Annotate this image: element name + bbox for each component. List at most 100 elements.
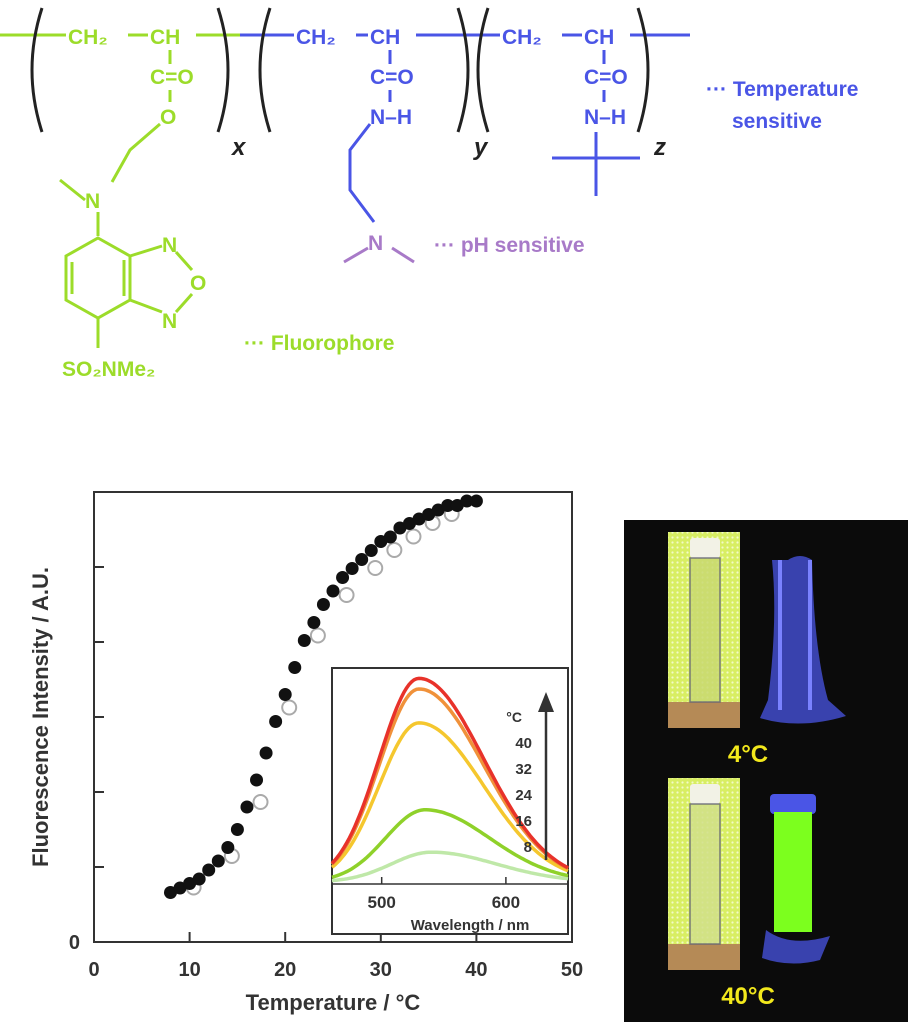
unit-z-ch: CH bbox=[584, 26, 614, 49]
inset-curve-8 bbox=[331, 850, 569, 883]
vial-hot-cap bbox=[690, 784, 720, 804]
y-axis-label: Fluorescence Intensity / A.U. bbox=[28, 567, 53, 867]
unit-x: CH₂ CH C=O O N N O N SO₂NMe₂ ··· Fluorop… bbox=[59, 22, 394, 381]
data-point-filled bbox=[250, 773, 264, 787]
bracket-y-right bbox=[456, 7, 470, 133]
fluorophore-label: ··· Fluorophore bbox=[244, 332, 394, 355]
data-point-filled bbox=[355, 553, 369, 566]
data-point-open bbox=[405, 528, 422, 545]
data-point-filled bbox=[259, 746, 273, 760]
unit-y-ch: CH bbox=[370, 26, 400, 49]
inset-legend-entry: 40 bbox=[515, 735, 532, 752]
main-data-points bbox=[163, 494, 483, 899]
subscript-y: y bbox=[473, 134, 489, 161]
uv-hot-cap bbox=[770, 794, 816, 814]
data-point-filled bbox=[307, 616, 321, 629]
ring-n1: N bbox=[162, 234, 177, 257]
ph-label: ··· pH sensitive bbox=[434, 234, 585, 257]
data-point-filled bbox=[288, 661, 302, 674]
data-point-filled bbox=[278, 688, 292, 701]
unit-x-amine-n: N bbox=[85, 190, 100, 213]
unit-z: CH₂ CH C=O N–H ··· Temperature sensitive bbox=[500, 22, 858, 196]
unit-y: CH₂ CH C=O N–H N ··· pH sensitive bbox=[294, 22, 585, 264]
unit-z-nh: N–H bbox=[584, 106, 626, 129]
inset-curve-24 bbox=[330, 721, 569, 873]
inset-legend-entry: 8 bbox=[524, 839, 532, 856]
bracket-z-left bbox=[476, 7, 490, 133]
vial-cold bbox=[689, 557, 721, 703]
data-point-filled bbox=[345, 562, 359, 575]
data-point-filled bbox=[230, 823, 244, 836]
unit-x-ch: CH bbox=[150, 26, 180, 49]
x-tick-label: 20 bbox=[274, 959, 296, 981]
data-point-open bbox=[367, 560, 384, 576]
data-point-filled bbox=[441, 499, 455, 512]
x-tick-label: 0 bbox=[88, 959, 99, 981]
data-point-open bbox=[338, 587, 355, 603]
data-point-filled bbox=[202, 863, 216, 877]
photo-panel: 4°C 40°C bbox=[624, 520, 908, 1022]
data-point-open bbox=[252, 794, 269, 810]
inset-curve-16 bbox=[331, 808, 569, 879]
unit-y-amine-n: N bbox=[368, 232, 383, 255]
inset-legend-title: °C bbox=[506, 709, 522, 725]
unit-x-ch2: CH₂ bbox=[68, 26, 108, 49]
y-tick-label: 0 bbox=[69, 932, 80, 954]
data-point-filled bbox=[297, 634, 311, 647]
unit-x-co: C=O bbox=[150, 66, 194, 89]
ring-o: O bbox=[190, 272, 206, 295]
label-cold: 4°C bbox=[728, 741, 768, 768]
data-point-filled bbox=[364, 544, 378, 557]
data-point-filled bbox=[269, 715, 283, 728]
so2nme2-label: SO₂NMe₂ bbox=[62, 358, 155, 381]
data-point-filled bbox=[192, 872, 206, 886]
temperature-label-2: sensitive bbox=[732, 110, 822, 133]
data-point-filled bbox=[469, 494, 483, 508]
bracket-x-left bbox=[30, 7, 44, 133]
data-point-filled bbox=[326, 584, 340, 598]
inset-x-ticks: 500 600 bbox=[332, 877, 568, 912]
data-point-filled bbox=[460, 494, 474, 508]
bracket-y-left bbox=[258, 7, 272, 133]
y-ticks: 0 bbox=[69, 491, 104, 954]
data-point-open bbox=[309, 627, 326, 644]
inset-curve-40 bbox=[330, 676, 569, 870]
data-point-filled bbox=[336, 571, 350, 584]
unit-z-ch2: CH₂ bbox=[502, 26, 542, 49]
data-point-filled bbox=[211, 854, 225, 868]
inset-legend-arrowhead bbox=[538, 692, 554, 712]
vial-hot-base bbox=[668, 944, 740, 970]
unit-z-co: C=O bbox=[584, 66, 628, 89]
inset-legend-entry: 16 bbox=[515, 813, 532, 830]
vial-cold-base bbox=[668, 702, 740, 728]
vial-hot bbox=[689, 803, 721, 945]
inset-x-tick-label: 500 bbox=[367, 893, 395, 912]
label-hot: 40°C bbox=[721, 983, 775, 1010]
inset-curves bbox=[330, 676, 569, 883]
inset-legend-entry: 32 bbox=[515, 761, 532, 778]
unit-y-co: C=O bbox=[370, 66, 414, 89]
data-point-filled bbox=[316, 598, 330, 611]
benzene-ring bbox=[64, 236, 132, 320]
inset-legend-entry: 24 bbox=[515, 787, 532, 804]
inset-legend: 40 32 24 16 8 bbox=[515, 735, 532, 856]
subscript-z: z bbox=[653, 134, 666, 161]
temperature-label-1: ··· Temperature bbox=[706, 78, 858, 101]
inset-chart: 500 600 Wavelength / nm °C 40 32 24 16 8 bbox=[330, 667, 569, 935]
unit-x-ester-o: O bbox=[160, 106, 176, 129]
data-point-filled bbox=[240, 800, 254, 814]
x-tick-label: 30 bbox=[370, 959, 392, 981]
data-point-filled bbox=[383, 530, 397, 544]
uv-hot-glow bbox=[774, 812, 812, 932]
bracket-z-right bbox=[636, 7, 650, 133]
x-tick-label: 50 bbox=[561, 959, 583, 981]
data-point-filled bbox=[221, 841, 235, 854]
inset-x-axis-label: Wavelength / nm bbox=[411, 917, 530, 934]
chemical-scheme: x y z CH₂ CH C=O O N N O N bbox=[0, 7, 858, 381]
inset-x-tick-label: 600 bbox=[492, 893, 520, 912]
x-tick-label: 40 bbox=[465, 959, 487, 981]
x-axis-label: Temperature / °C bbox=[246, 990, 421, 1015]
